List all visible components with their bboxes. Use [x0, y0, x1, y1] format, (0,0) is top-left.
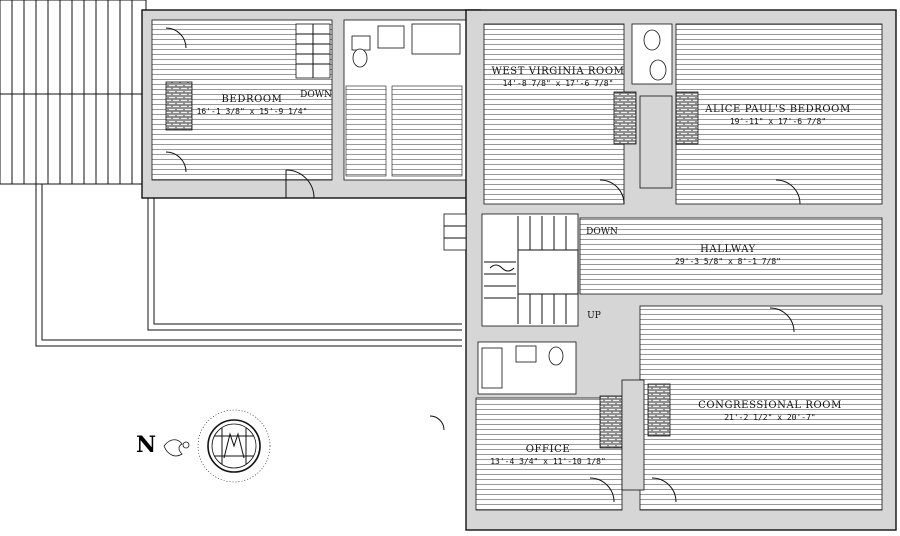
svg-text:13'-4 3/4" x 11'-10 1/8": 13'-4 3/4" x 11'-10 1/8" [490, 457, 606, 466]
room-label-west-virginia: WEST VIRGINIA ROOM 14'-8 7/8" x 17'-6 7/… [492, 66, 625, 88]
svg-text:19'-11" x 17'-6 7/8": 19'-11" x 17'-6 7/8" [730, 117, 826, 126]
room-label-congressional: CONGRESSIONAL ROOM 21'-2 1/2" x 20'-7" [698, 400, 842, 422]
svg-text:14'-8 7/8" x 17'-6 7/8": 14'-8 7/8" x 17'-6 7/8" [503, 79, 614, 88]
stair-label-down-bedroom: DOWN [300, 90, 332, 100]
room-label-alice-paul: ALICE PAUL'S BEDROOM 19'-11" x 17'-6 7/8… [704, 104, 851, 126]
stair-label-down-hall: DOWN [586, 227, 618, 237]
compass: N [136, 432, 190, 458]
svg-text:ALICE PAUL'S BEDROOM: ALICE PAUL'S BEDROOM [704, 104, 851, 115]
main-block [429, 9, 897, 531]
svg-text:HALLWAY: HALLWAY [700, 244, 756, 255]
svg-text:OFFICE: OFFICE [526, 444, 571, 455]
room-label-hallway: HALLWAY 29'-3 5/8" x 8'-1 7/8" [675, 244, 781, 266]
svg-text:21'-2 1/2" x 20'-7": 21'-2 1/2" x 20'-7" [724, 413, 816, 422]
svg-text:29'-3 5/8" x 8'-1 7/8": 29'-3 5/8" x 8'-1 7/8" [675, 257, 781, 266]
svg-text:16'-1 3/8" x 15'-9 1/4": 16'-1 3/8" x 15'-9 1/4" [197, 107, 308, 116]
svg-text:WEST VIRGINIA ROOM: WEST VIRGINIA ROOM [492, 66, 625, 77]
svg-text:CONGRESSIONAL ROOM: CONGRESSIONAL ROOM [698, 400, 842, 411]
svg-text:BEDROOM: BEDROOM [221, 94, 282, 105]
north-indicator: N [136, 432, 156, 458]
stair-label-up-hall: UP [587, 311, 601, 321]
arrow-icon [163, 439, 190, 457]
room-label-office: OFFICE 13'-4 3/4" x 11'-10 1/8" [490, 444, 606, 466]
seal-logo [197, 409, 271, 483]
courtyard-outline [35, 184, 462, 347]
bedroom-wing [141, 9, 481, 199]
room-label-bedroom: BEDROOM 16'-1 3/8" x 15'-9 1/4" [197, 94, 308, 116]
porch-deck [0, 0, 147, 185]
